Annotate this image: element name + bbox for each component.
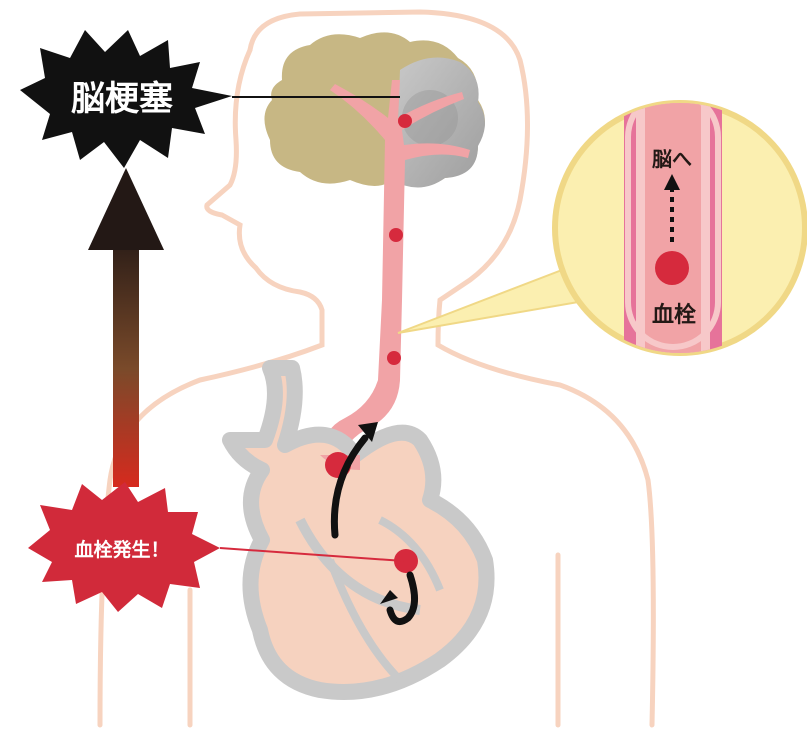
- to-brain-label: 脳へ: [651, 147, 692, 171]
- embolus-dot: [389, 228, 403, 242]
- embolus-dot: [387, 351, 401, 365]
- embolus-label: 血栓: [652, 302, 696, 328]
- zoom-embolus: [655, 251, 689, 285]
- up-arrow-icon: [88, 168, 164, 487]
- stroke-label: 脳梗塞: [71, 79, 173, 119]
- embolus-dot: [398, 114, 412, 128]
- zoom-callout: 脳へ 血栓: [555, 90, 805, 360]
- embolus-occurs-label: 血栓発生！: [74, 538, 169, 561]
